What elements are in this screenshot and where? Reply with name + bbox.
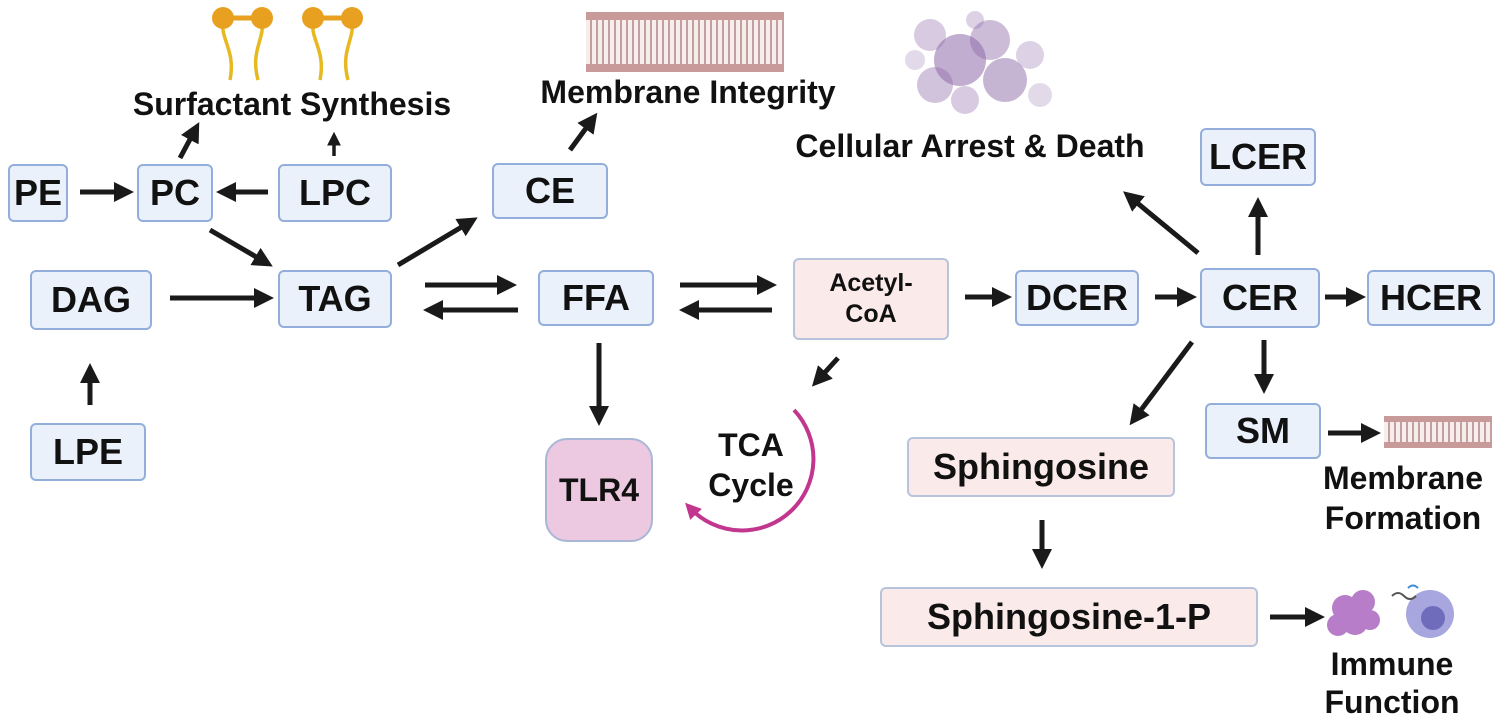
node-tag: TAG [278, 270, 392, 328]
label-tca-cycle: TCA Cycle [708, 425, 793, 505]
lipid-bilayer-icon [1384, 416, 1492, 448]
arrow-cer-sphingosine [1129, 340, 1194, 426]
node-pe: PE [8, 164, 68, 222]
arrow-acetyl-tca [811, 356, 840, 387]
node-ce: CE [492, 163, 608, 219]
label-cellular-arrest-death: Cellular Arrest & Death [795, 128, 1145, 164]
node-tlr4: TLR4 [545, 438, 653, 542]
tca-cycle-icon [685, 408, 816, 533]
node-sphingosine-1-p: Sphingosine-1-P [880, 587, 1258, 647]
membrane-formation-line1: Membrane [1322, 460, 1484, 496]
membrane-formation-line2: Formation [1324, 500, 1482, 536]
label-immune-function: Immune Function [1324, 645, 1459, 721]
acetyl-line1: Acetyl- [829, 268, 913, 297]
label-membrane-formation: Membrane Formation [1323, 458, 1483, 538]
lipid-bilayer-icon [586, 12, 784, 72]
node-sphingosine: Sphingosine [907, 437, 1175, 497]
label-membrane-integrity: Membrane Integrity [540, 74, 836, 110]
node-cer: CER [1200, 268, 1320, 328]
node-dag: DAG [30, 270, 152, 330]
arrow-cer-arrest [1123, 191, 1200, 255]
node-hcer: HCER [1367, 270, 1495, 326]
arrow-tag-ce [396, 217, 478, 268]
phospholipid-icon [212, 7, 363, 81]
arrow-pc-surfactant [177, 122, 200, 160]
immune-line2: Function [1324, 684, 1460, 720]
node-pc: PC [137, 164, 213, 222]
acetyl-line2: CoA [845, 300, 897, 328]
tca-line1: TCA [718, 427, 784, 463]
node-lpe: LPE [30, 423, 146, 481]
immune-line1: Immune [1330, 646, 1454, 682]
dying-cells-icon [905, 11, 1052, 114]
node-ffa: FFA [538, 270, 654, 326]
node-dcer: DCER [1015, 270, 1139, 326]
node-acetyl-coa: Acetyl- CoA [793, 258, 949, 340]
node-lcer: LCER [1200, 128, 1316, 186]
node-lpc: LPC [278, 164, 392, 222]
node-sm: SM [1205, 403, 1321, 459]
arrow-ce-membrane [567, 112, 598, 152]
label-surfactant-synthesis: Surfactant Synthesis [132, 86, 452, 122]
immune-cells-icon [1327, 584, 1454, 638]
arrow-pc-tag [208, 227, 273, 267]
tca-line2: Cycle [708, 467, 794, 503]
